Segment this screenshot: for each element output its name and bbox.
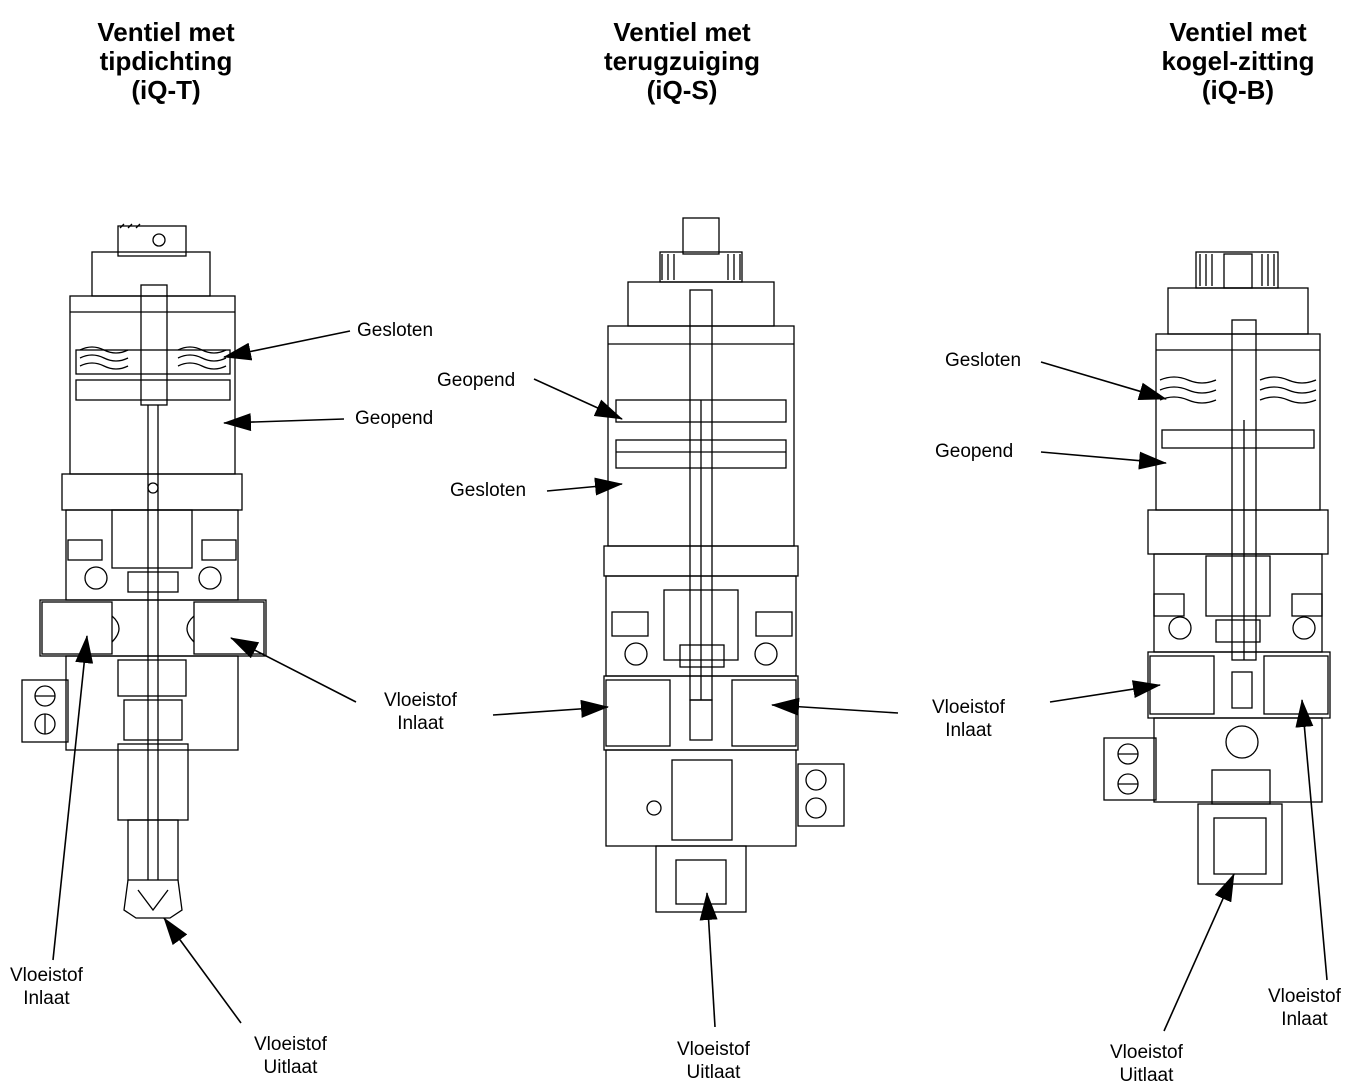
label-iq-t-inlet-left: Vloeistof Inlaat [10, 964, 83, 1010]
valve-title-iq-b: Ventiel met kogel-zitting (iQ-B) [1108, 18, 1365, 105]
label-line: Inlaat [23, 988, 70, 1009]
label-line: Vloeistof [254, 1034, 327, 1055]
label-iq-t-outlet: Vloeistof Uitlaat [254, 1033, 327, 1079]
label-line: Inlaat [397, 713, 444, 734]
valve-iq-t-drawing [21, 223, 267, 919]
label-iq-b-inlet-right: Vloeistof Inlaat [1268, 985, 1341, 1031]
label-iq-b-open: Geopend [935, 441, 1014, 462]
label-line: Vloeistof [677, 1039, 750, 1060]
label-line: Vloeistof [1268, 986, 1341, 1007]
label-iq-b-inlet-left: Vloeistof Inlaat [932, 696, 1005, 742]
valve-title-iq-t: Ventiel met tipdichting (iQ-T) [36, 18, 296, 105]
label-line: Uitlaat [1119, 1065, 1174, 1086]
label-iq-b-outlet: Vloeistof Uitlaat [1110, 1041, 1183, 1087]
label-line: Inlaat [1281, 1009, 1328, 1030]
title-line: (iQ-B) [1201, 75, 1275, 105]
label-line: Vloeistof [932, 697, 1005, 718]
label-iq-t-inlet-right: Vloeistof Inlaat [384, 689, 457, 735]
label-iq-s-outlet: Vloeistof Uitlaat [677, 1038, 750, 1084]
label-iq-b-closed: Gesloten [945, 350, 1022, 371]
title-line: kogel-zitting [1161, 46, 1315, 76]
title-line: Ventiel met [1169, 17, 1307, 47]
title-line: (iQ-T) [131, 75, 201, 105]
label-line: Uitlaat [686, 1062, 741, 1083]
valve-iq-b-drawing [1103, 251, 1331, 885]
label-iq-t-closed: Gesloten [357, 320, 434, 341]
label-line: Vloeistof [1110, 1042, 1183, 1063]
title-line: Ventiel met [613, 17, 751, 47]
label-line: Vloeistof [384, 690, 457, 711]
valve-title-iq-s: Ventiel met terugzuiging (iQ-S) [552, 18, 812, 105]
label-iq-s-open: Geopend [437, 370, 516, 391]
title-line: (iQ-S) [646, 75, 718, 105]
label-iq-t-open: Geopend [355, 408, 434, 429]
title-line: tipdichting [99, 46, 233, 76]
leader-arrows [52, 330, 1328, 1032]
label-line: Inlaat [945, 720, 992, 741]
title-line: Ventiel met [97, 17, 235, 47]
valve-iq-s-drawing [603, 217, 845, 913]
label-line: Uitlaat [263, 1057, 318, 1078]
title-line: terugzuiging [604, 46, 760, 76]
label-line: Vloeistof [10, 965, 83, 986]
label-iq-s-closed: Gesloten [450, 480, 527, 501]
